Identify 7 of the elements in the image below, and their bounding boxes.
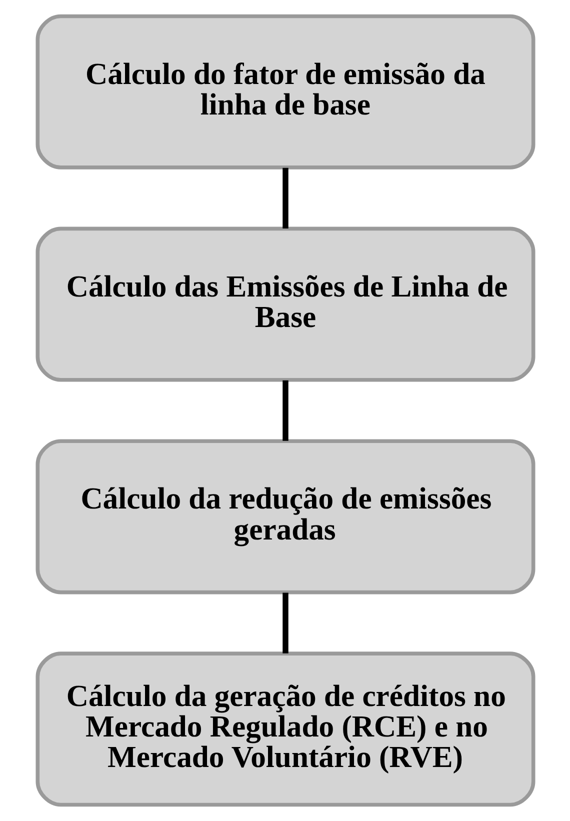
node-box: Cálculo da geração de créditos no Mercado Regulado (RCE) e no Mercado Voluntário (RVE)	[35, 652, 535, 807]
connector	[282, 380, 288, 441]
connector	[282, 168, 288, 228]
node-box: Cálculo das Emissões de Linha de Base	[35, 226, 535, 382]
connector	[282, 592, 288, 654]
node-box: Cálculo do fator de emissão da linha de base	[35, 14, 535, 170]
node-box: Cálculo da redução de emissões geradas	[35, 439, 535, 594]
